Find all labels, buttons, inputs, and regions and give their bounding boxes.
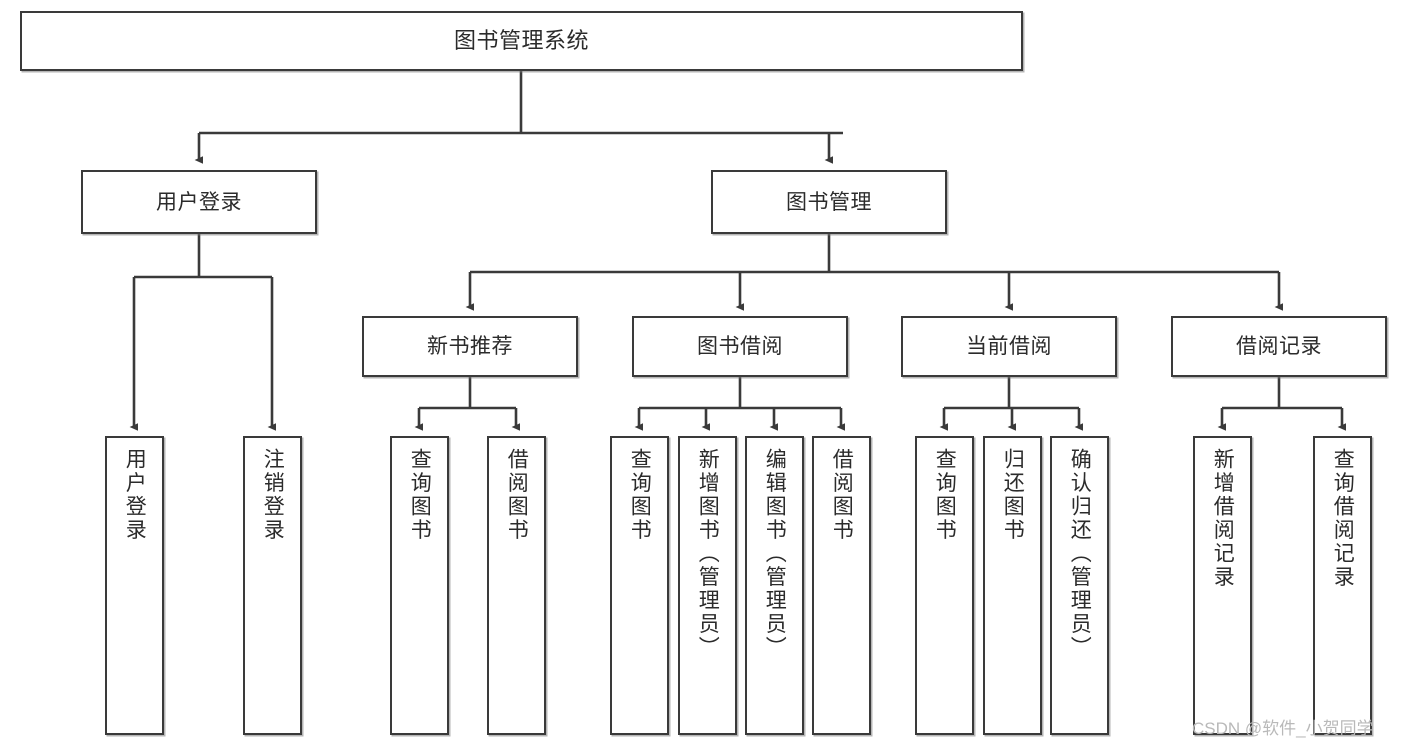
leaf-current-query-book[interactable]: 查询图书: [915, 436, 974, 735]
node-borrow-record[interactable]: 借阅记录: [1171, 316, 1387, 377]
node-label: 图书借阅: [697, 335, 783, 358]
node-label: 查询图书: [408, 448, 432, 542]
node-label: 归还图书: [1001, 448, 1025, 542]
node-root-system[interactable]: 图书管理系统: [20, 11, 1023, 71]
leaf-current-confirm-return-admin[interactable]: 确认归还（管理员）: [1050, 436, 1109, 735]
node-book-management[interactable]: 图书管理: [711, 170, 947, 234]
leaf-recommend-borrow-book[interactable]: 借阅图书: [487, 436, 546, 735]
node-label: 图书管理系统: [453, 28, 589, 53]
node-label: 新增图书（管理员）: [696, 448, 720, 660]
node-label: 当前借阅: [966, 335, 1052, 358]
node-current-borrow[interactable]: 当前借阅: [901, 316, 1117, 377]
node-label: 编辑图书（管理员）: [763, 448, 787, 660]
node-label: 借阅图书: [830, 448, 854, 542]
node-new-book-recommend[interactable]: 新书推荐: [362, 316, 578, 377]
node-label: 用户登录: [123, 448, 147, 542]
leaf-record-query-record[interactable]: 查询借阅记录: [1313, 436, 1372, 735]
node-label: 新增借阅记录: [1211, 448, 1235, 589]
node-label: 查询图书: [628, 448, 652, 542]
node-label: 用户登录: [156, 190, 242, 214]
node-label: 确认归还（管理员）: [1068, 448, 1092, 660]
leaf-recommend-query-book[interactable]: 查询图书: [390, 436, 449, 735]
node-label: 图书管理: [786, 190, 872, 214]
leaf-user-login-signout[interactable]: 注销登录: [243, 436, 302, 735]
node-label: 注销登录: [261, 448, 285, 542]
leaf-record-add-record[interactable]: 新增借阅记录: [1193, 436, 1252, 735]
node-label: 新书推荐: [427, 335, 513, 358]
node-user-login[interactable]: 用户登录: [81, 170, 317, 234]
leaf-borrow-borrow-book[interactable]: 借阅图书: [812, 436, 871, 735]
node-book-borrow[interactable]: 图书借阅: [632, 316, 848, 377]
node-label: 借阅记录: [1236, 335, 1322, 358]
leaf-borrow-edit-book-admin[interactable]: 编辑图书（管理员）: [745, 436, 804, 735]
node-label: 借阅图书: [505, 448, 529, 542]
node-label: 查询借阅记录: [1331, 448, 1355, 589]
leaf-current-return-book[interactable]: 归还图书: [983, 436, 1042, 735]
leaf-user-login-signin[interactable]: 用户登录: [105, 436, 164, 735]
leaf-borrow-add-book-admin[interactable]: 新增图书（管理员）: [678, 436, 737, 735]
node-label: 查询图书: [933, 448, 957, 542]
leaf-borrow-query-book[interactable]: 查询图书: [610, 436, 669, 735]
